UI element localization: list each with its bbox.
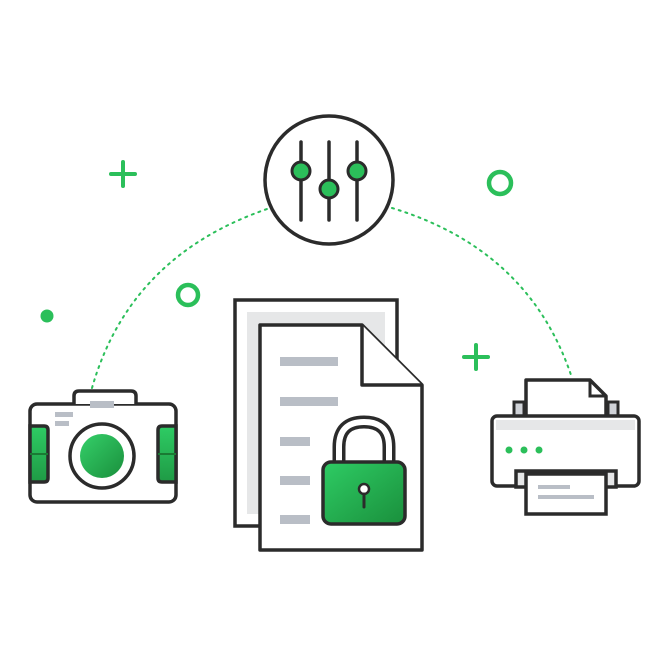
connector-right <box>391 207 573 379</box>
connector-left <box>91 207 271 389</box>
locked-document-icon <box>233 298 424 552</box>
ring-sparkle-icon <box>486 169 514 197</box>
printer-icon <box>490 378 641 516</box>
settings-sliders-icon <box>263 114 395 246</box>
dot-sparkle-icon <box>40 309 54 323</box>
camera-icon <box>28 389 178 504</box>
ring-sparkle-icon <box>175 282 201 308</box>
plus-sparkle-icon <box>109 160 137 188</box>
plus-sparkle-icon <box>462 343 490 371</box>
padlock-icon <box>321 415 407 526</box>
